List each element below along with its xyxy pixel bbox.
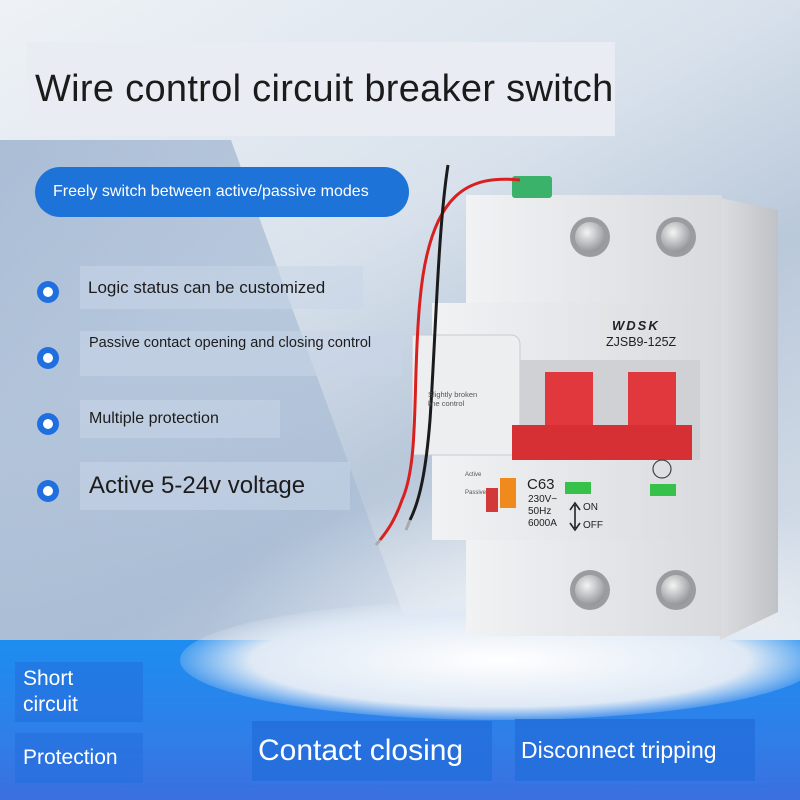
red-wire (378, 177, 521, 541)
capacity-label: 6000A (528, 518, 557, 529)
status-indicator-left (565, 482, 591, 494)
off-label: OFF (583, 520, 603, 531)
black-wire (408, 164, 450, 521)
orange-button (500, 478, 516, 508)
bullet-icon (37, 281, 59, 303)
breaker-side-panel (720, 198, 778, 640)
tag-disconnect-tripping-label: Disconnect tripping (521, 736, 717, 763)
tag-contact-closing: Contact closing (252, 721, 492, 781)
feature-multiple-protection: Multiple protection (80, 400, 280, 438)
tag-protection: Protection (15, 733, 143, 783)
screw-icon (575, 575, 605, 605)
tag-disconnect-tripping: Disconnect tripping (515, 719, 755, 781)
tag-short-circuit-label: Short circuit (23, 667, 78, 716)
screw-icon (661, 222, 691, 252)
certification-icon (652, 459, 672, 479)
voltage-label: 230V~ (528, 494, 558, 505)
feature-passive-contact: Passive contact opening and closing cont… (80, 331, 402, 376)
bullet-icon (37, 480, 59, 502)
side-label-1: Slightly broken (428, 390, 478, 399)
red-handle-left (545, 372, 593, 432)
side-label-2: line control (428, 399, 465, 408)
brand-logo: WDSK (612, 318, 660, 333)
model-label: ZJSB9-125Z (606, 335, 677, 349)
rating-label: C63 (527, 476, 555, 493)
green-terminal-block (512, 176, 552, 198)
status-indicator-right (650, 484, 676, 496)
on-off-arrow-icon (569, 501, 581, 532)
on-label: ON (583, 502, 598, 513)
red-handle-left-base (512, 425, 600, 463)
red-handle-right-base (600, 425, 692, 463)
red-handle-right (628, 372, 676, 432)
feature-active-voltage: Active 5-24v voltage (80, 462, 350, 510)
bullet-icon (37, 413, 59, 435)
frequency-label: 50Hz (528, 506, 552, 517)
title-banner: Wire control circuit breaker switch (27, 42, 615, 136)
passive-label: Passive (465, 490, 487, 496)
page-title: Wire control circuit breaker switch (35, 67, 614, 110)
tag-protection-label: Protection (23, 746, 118, 769)
tag-short-circuit: Short circuit (15, 662, 143, 722)
screw-icon (661, 575, 691, 605)
feature-logic-status: Logic status can be customized (80, 266, 363, 309)
bullet-icon (37, 347, 59, 369)
test-button (486, 488, 498, 512)
mode-pill: Freely switch between active/passive mod… (35, 167, 409, 217)
screw-icon (575, 222, 605, 252)
active-label: Active (465, 472, 482, 478)
tag-contact-closing-label: Contact closing (258, 734, 464, 767)
